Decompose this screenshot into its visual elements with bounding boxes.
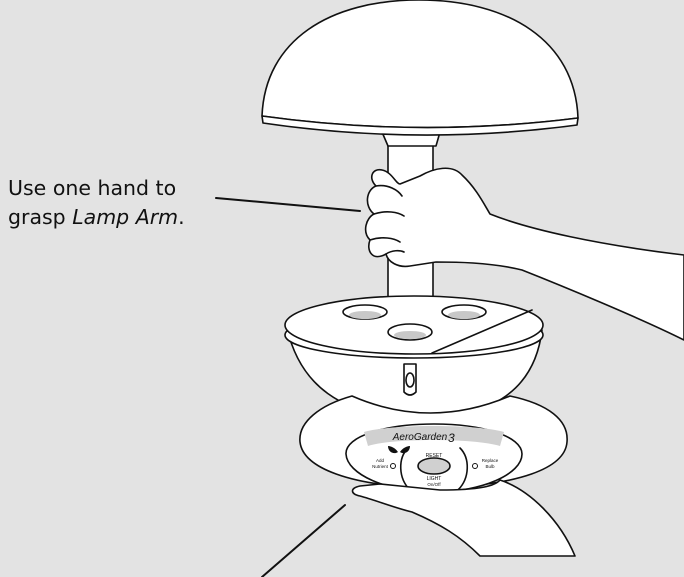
add-nutrient-label-line1: Add xyxy=(376,458,385,463)
lower-leader-line xyxy=(262,505,345,577)
light-sub-label: On/Off xyxy=(427,482,441,487)
callout-leader-line xyxy=(216,198,360,211)
replace-bulb-label-line2: Bulb xyxy=(485,464,495,469)
replace-bulb-label-line1: Replace xyxy=(482,458,499,463)
right-indicator-light xyxy=(473,464,478,469)
left-indicator-light xyxy=(391,464,396,469)
add-nutrient-label-line2: Nutrient xyxy=(372,464,389,469)
model-number: 3 xyxy=(448,431,455,445)
brand-logo-text: AeroGarden xyxy=(392,432,448,443)
reset-label: RESET xyxy=(426,453,443,459)
reset-button xyxy=(418,458,450,474)
supporting-hand xyxy=(353,480,576,556)
lamp-hood xyxy=(262,0,578,128)
